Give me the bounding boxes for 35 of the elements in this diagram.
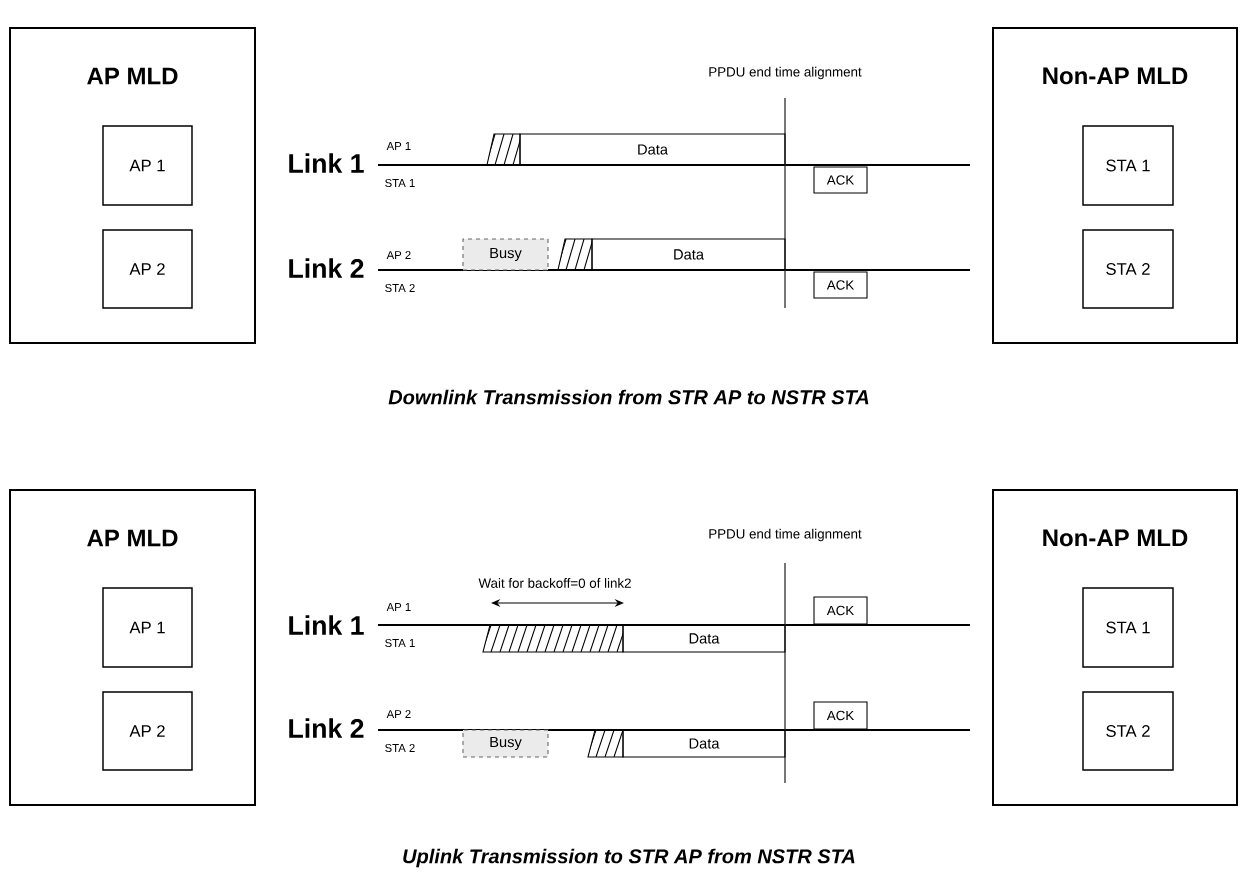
station-label: STA 1 <box>385 179 415 187</box>
annotation-text: PPDU end time alignment <box>709 528 862 542</box>
station-label: AP 2 <box>386 251 411 259</box>
link-label: Link 1 <box>289 153 364 173</box>
station-label: STA 2 <box>385 284 415 292</box>
station-label: AP 2 <box>386 710 411 718</box>
ack-frame: ACK <box>813 701 868 730</box>
station-box: STA 2 <box>1082 691 1174 771</box>
ack-frame: ACK <box>813 166 868 194</box>
annotation-text: PPDU end time alignment <box>709 66 862 80</box>
data-frame: Data <box>622 624 786 653</box>
busy-box: Busy <box>462 238 549 271</box>
station-label: STA 2 <box>385 744 415 752</box>
station-box: AP 1 <box>102 125 193 206</box>
ack-frame: ACK <box>813 271 868 299</box>
busy-box: Busy <box>462 729 549 758</box>
data-frame: Data <box>591 238 786 271</box>
station-box: AP 2 <box>102 229 193 309</box>
station-box: STA 2 <box>1082 229 1174 309</box>
station-label: AP 1 <box>386 603 411 611</box>
caption: Uplink Transmission to STR AP from NSTR STA <box>403 848 855 868</box>
station-box: STA 1 <box>1082 587 1174 668</box>
link-label: Link 1 <box>289 615 364 635</box>
station-label: STA 1 <box>385 639 415 647</box>
data-frame: Data <box>622 729 786 758</box>
link-label: Link 2 <box>289 258 364 278</box>
ack-frame: ACK <box>813 596 868 625</box>
caption: Downlink Transmission from STR AP to NSTR STA <box>388 389 869 405</box>
link-label: Link 2 <box>289 718 364 738</box>
station-box: AP 1 <box>102 587 193 668</box>
station-box: AP 2 <box>102 691 193 771</box>
data-frame: Data <box>519 133 786 166</box>
station-box: STA 1 <box>1082 125 1174 206</box>
station-label: AP 1 <box>386 142 411 150</box>
annotation-text: Wait for backoff=0 of link2 <box>478 578 631 588</box>
